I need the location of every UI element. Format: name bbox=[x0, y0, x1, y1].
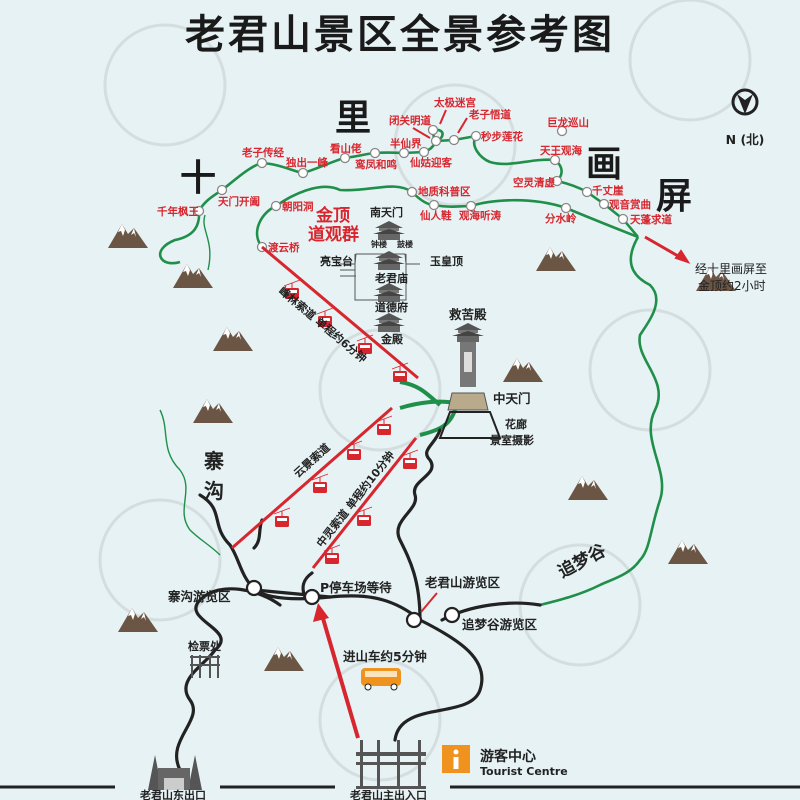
lower-trail-labels: 渡云桥 朝阳洞 地质科普区 仙人鞋 观海听涛 分水岭 bbox=[268, 185, 577, 254]
label-zhongling-cableway: 中灵索道 单程约10分钟 bbox=[313, 448, 397, 550]
ticket-gate-icon bbox=[190, 655, 220, 678]
label-ticket-check: 检票处 bbox=[188, 639, 222, 653]
label-guanyinshangqu: 观音赏曲 bbox=[609, 198, 651, 211]
label-biguanmingdao: 闭关明道 bbox=[389, 114, 431, 127]
char-shi: 十 bbox=[180, 157, 216, 199]
label-gulou: 鼓楼 bbox=[397, 239, 413, 249]
jiukudian-tower: 救苦殿 中天门 花廊 景室摄影 bbox=[438, 307, 534, 447]
summit-title-1: 金顶 bbox=[315, 205, 350, 226]
char-gou: 沟 bbox=[204, 479, 224, 503]
label-xianguyingke: 仙姑迎客 bbox=[410, 156, 452, 169]
tourist-centre-en: Tourist Centre bbox=[480, 765, 568, 778]
tourist-centre-cn: 游客中心 bbox=[480, 748, 536, 765]
pointer-arrows bbox=[412, 109, 691, 264]
info-icon bbox=[442, 745, 470, 773]
label-zhuimenggu-area: 追梦谷游览区 bbox=[462, 617, 538, 632]
char-hua: 画 bbox=[586, 143, 622, 185]
label-nantianmen: 南天门 bbox=[370, 205, 403, 219]
cableway-yunjing bbox=[231, 406, 393, 550]
label-yuhuangding: 玉皇顶 bbox=[430, 254, 463, 268]
char-li: 里 bbox=[335, 97, 371, 139]
char-ping: 屏 bbox=[656, 175, 692, 217]
label-daodefu: 道德府 bbox=[375, 300, 408, 314]
trail-branch bbox=[203, 214, 211, 271]
lower-trail bbox=[255, 185, 639, 248]
label-jingshisheying: 景室摄影 bbox=[489, 433, 534, 447]
page-title: 老君山景区全景参考图 bbox=[185, 11, 615, 58]
label-zhaigou-area: 寨沟游览区 bbox=[167, 589, 231, 604]
route-arrowhead bbox=[313, 603, 329, 622]
summit-complex: 南天门 钟楼 鼓楼 亮宝台 玉皇顶 老君庙 道德府 金殿 bbox=[320, 205, 463, 346]
pointer-arrow bbox=[420, 592, 438, 613]
label-konglingqingxu: 空灵清虚 bbox=[513, 176, 555, 189]
label-laozichuanjing: 老子传经 bbox=[241, 146, 284, 159]
label-qianzhangya: 千丈崖 bbox=[592, 184, 624, 197]
cableway-zhongling bbox=[311, 437, 419, 569]
label-duchuyifeng: 独出一峰 bbox=[285, 156, 328, 169]
label-jiukudian: 救苦殿 bbox=[449, 307, 487, 322]
east-exit-gate-icon bbox=[148, 755, 202, 790]
label-xianrenxie: 仙人鞋 bbox=[420, 209, 452, 222]
label-kanshanlao: 看山佬 bbox=[330, 142, 362, 155]
route-note-line2: 金顶约2小时 bbox=[698, 278, 766, 293]
label-miaobulianhua: 秒步莲花 bbox=[481, 130, 523, 143]
label-parking: P停车场等待 bbox=[320, 580, 392, 595]
upper-trail-labels: 千年枫王 天门开阖 老子传经 独出一峰 看山佬 鸾凤和鸣 半仙界 仙姑迎客 闭关… bbox=[157, 96, 672, 226]
char-zhai: 寨 bbox=[203, 449, 224, 473]
trail-nodes bbox=[193, 124, 629, 253]
label-hualang: 花廊 bbox=[505, 417, 527, 431]
label-zhonglou: 钟楼 bbox=[371, 239, 387, 249]
roads bbox=[0, 428, 800, 789]
label-guanhaitingtao: 观海听涛 bbox=[459, 209, 501, 222]
north-arrow-icon bbox=[731, 88, 759, 116]
summit-title-2: 道观群 bbox=[308, 224, 359, 245]
route-to-zhuimenggu bbox=[539, 236, 664, 607]
label-fenshuiling: 分水岭 bbox=[545, 212, 577, 225]
label-dizhikepuqu: 地质科普区 bbox=[418, 185, 471, 198]
label-laojunmiao: 老君庙 bbox=[374, 271, 408, 285]
label-banxianjie: 半仙界 bbox=[390, 137, 422, 150]
label-laoziwudao: 老子悟道 bbox=[468, 108, 511, 121]
label-east-exit: 老君山东出口 bbox=[139, 788, 206, 800]
route-note-line1: 经十里画屏至 bbox=[695, 262, 767, 276]
label-zhongtianmen: 中天门 bbox=[493, 391, 531, 406]
label-duyunqiao: 渡云桥 bbox=[268, 241, 300, 254]
label-luanfenghming: 鸾凤和鸣 bbox=[355, 158, 397, 171]
label-julongxunshan: 巨龙巡山 bbox=[547, 116, 589, 129]
road-nodes bbox=[245, 579, 461, 629]
cableway-fenglin bbox=[261, 245, 419, 383]
label-taijimigong: 太极迷宫 bbox=[433, 96, 476, 109]
label-bus-time: 进山车约5分钟 bbox=[343, 649, 427, 664]
label-laojunshan-area: 老君山游览区 bbox=[424, 575, 501, 590]
bus-icon bbox=[361, 668, 401, 691]
label-qiannianfengwang: 千年枫王 bbox=[157, 205, 199, 218]
compass-label: N (北) bbox=[726, 132, 765, 147]
label-tianwangguanhai: 天王观海 bbox=[540, 144, 582, 157]
label-tianpengqiudao: 天蓬求道 bbox=[630, 213, 672, 226]
main-gate-icon bbox=[356, 740, 426, 789]
label-liangbaotai: 亮宝台 bbox=[320, 254, 353, 268]
label-jindian: 金殿 bbox=[380, 332, 404, 346]
zhaigou-stream bbox=[159, 409, 221, 556]
route-arrow bbox=[320, 614, 360, 739]
label-main-entrance: 老君山主出入口 bbox=[349, 788, 427, 800]
label-chaoyangdong: 朝阳洞 bbox=[282, 200, 314, 213]
label-tianmenkaihe: 天门开阖 bbox=[218, 195, 260, 208]
